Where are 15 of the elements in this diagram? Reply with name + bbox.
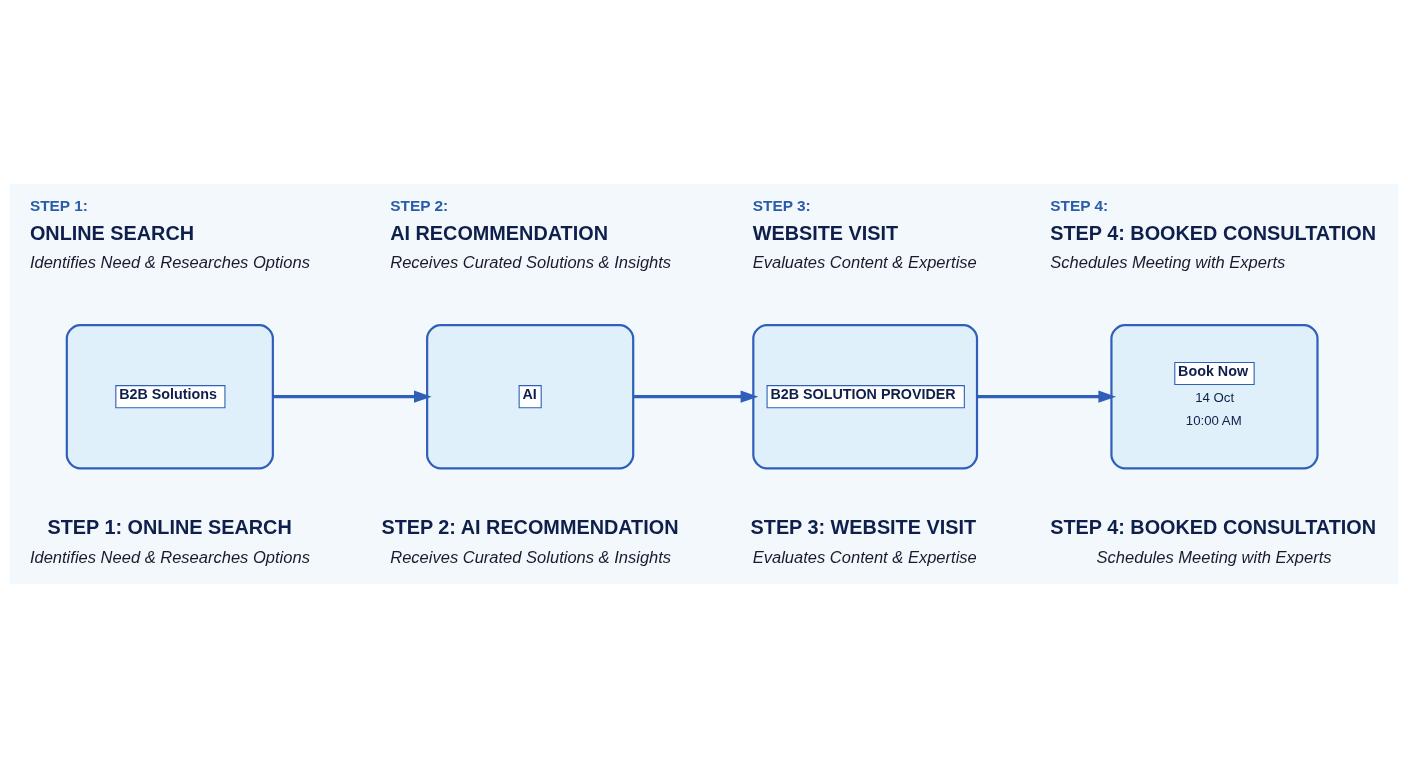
node-text: STEP 1: ONLINE SEARCH Identifies Need & Researches Options bbox=[29, 516, 310, 567]
node-text: STEP 3: WEBSITE VISIT Evaluates Content & Expertise bbox=[750, 516, 977, 567]
arrow bbox=[272, 390, 432, 403]
node-text: STEP 1: ONLINE SEARCH Identifies Need & Researches Options bbox=[29, 196, 310, 272]
arrow bbox=[633, 390, 759, 403]
node-box: B2B Solutions bbox=[65, 323, 274, 470]
node-text: STEP 4: STEP 4: BOOKED CONSULTATION Schedules Meeting with Experts bbox=[1050, 196, 1376, 272]
node-text: STEP 4: BOOKED CONSULTATION Schedules Meeting with Experts bbox=[1050, 516, 1376, 567]
arrow bbox=[977, 390, 1117, 403]
node-box: Book Now 14 Oct 10:00 AM bbox=[1110, 323, 1319, 470]
node-text: STEP 2: AI RECOMMENDATION Receives Curated Solutions & Insights bbox=[390, 196, 672, 272]
node-box: AI bbox=[426, 323, 635, 470]
node-text: STEP 3: WEBSITE VISIT Evaluates Content & Expertise bbox=[752, 196, 977, 272]
node-text: STEP 2: AI RECOMMENDATION Receives Curated Solutions & Insights bbox=[381, 516, 679, 567]
node-box: B2B SOLUTION PROVIDER bbox=[752, 323, 979, 470]
